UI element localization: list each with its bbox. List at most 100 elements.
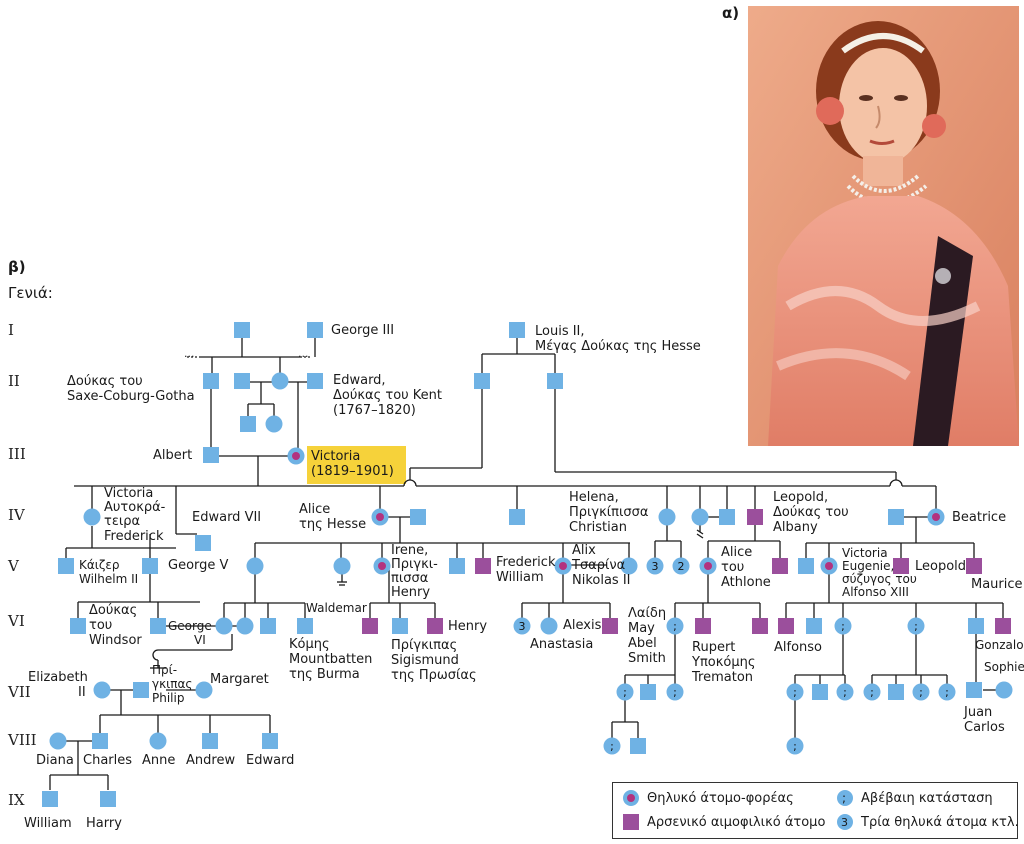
label-william: William — [24, 816, 72, 831]
symbol-gen5-hemophilic — [772, 558, 788, 574]
legend-carrier-female: Θηλυκό άτομο-φορέας — [647, 791, 794, 806]
label-irene-l2: Πριγκι- — [391, 557, 438, 572]
symbol-beatrice-husband — [888, 509, 904, 525]
label-albert: Albert — [153, 448, 193, 463]
label-windsor-l3: Windsor — [89, 633, 142, 648]
symbol-albert — [203, 447, 219, 463]
symbol-margaret — [195, 681, 213, 699]
symbol-gen6-hemophilic — [752, 618, 768, 634]
symbol-victoria-empress — [83, 508, 101, 526]
symbol-gen6-male-2 — [806, 618, 822, 634]
generation-ii: II — [8, 372, 20, 390]
label-henry: Henry — [448, 619, 488, 634]
label-may-l2: May — [628, 621, 655, 636]
symbol-gen3-female — [265, 415, 283, 433]
label-edward-l1: Edward, — [333, 373, 386, 388]
label-elizabeth-l2: II — [78, 685, 86, 700]
symbol-text-gen6-uncertain-2: ; — [914, 620, 918, 633]
symbol-gen8-uncertain-2: ; — [786, 737, 804, 755]
label-irene-l1: Irene, — [391, 543, 429, 558]
symbol-louis2 — [509, 322, 525, 338]
symbol-mountbatten — [297, 618, 313, 634]
symbol-gen7-male — [640, 684, 656, 700]
ellipsis-right: ... — [298, 347, 309, 360]
label-mountbatten-l1: Κόμης — [289, 637, 330, 652]
label-aliceath-l3: Athlone — [721, 575, 771, 590]
label-mountbatten-l3: της Burma — [289, 667, 360, 682]
label-frederick: Frederick — [104, 529, 164, 544]
label-sigismund-l3: της Πρωσίας — [391, 668, 477, 683]
symbol-gen8-male — [630, 738, 646, 754]
label-george6-l1: George — [168, 619, 212, 633]
symbol-helena-daughters-2: 2 — [672, 557, 690, 575]
ellipsis-left: ... — [184, 347, 195, 360]
label-windsor-l1: Δούκας — [89, 603, 138, 618]
symbol-elizabeth-ii — [93, 681, 111, 699]
symbol-gen5-male-2 — [798, 558, 814, 574]
label-alix-l3: Nikolas II — [572, 573, 631, 588]
symbol-prince-philip — [133, 682, 149, 698]
panel-label-a: α) — [722, 4, 740, 22]
label-philip-l1: Πρί- — [152, 663, 178, 677]
symbol-text-gen7-uncertain-5: ; — [870, 686, 874, 699]
label-edward: Edward — [246, 753, 295, 768]
symbol-edward — [262, 733, 278, 749]
label-louis2-l1: Louis II, — [535, 324, 585, 339]
symbol-gen7-male-3 — [888, 684, 904, 700]
symbol-andrew — [202, 733, 218, 749]
panel-label-b: β) — [8, 258, 26, 276]
label-viceug-l3: σύζυγος του — [842, 572, 917, 586]
label-fwilliam-l2: William — [496, 570, 544, 585]
symbol-victoria — [287, 447, 305, 465]
symbol-leopold-albany — [747, 509, 763, 525]
symbol-irene — [373, 557, 391, 575]
symbol-frederick-william — [475, 558, 491, 574]
label-saxe-l2: Saxe-Coburg-Gotha — [67, 389, 195, 404]
symbol-anastasia-sisters: 3 — [513, 617, 531, 635]
symbol-gen5-female-3 — [620, 557, 638, 575]
label-windsor-l2: του — [89, 618, 113, 633]
symbol-sigismund — [392, 618, 408, 634]
label-kaiser-l1: Κάιζερ — [79, 558, 120, 572]
symbol-alix — [554, 557, 572, 575]
symbol-edward-vii — [195, 535, 211, 551]
symbol-george-vi — [150, 618, 166, 634]
label-mountbatten-l2: Mountbatten — [289, 652, 373, 667]
label-alfonso: Alfonso — [774, 640, 823, 655]
label-charles: Charles — [83, 753, 133, 768]
label-kaiser-l2: Wilhelm II — [79, 572, 139, 586]
symbol-henry — [427, 618, 443, 634]
legend-three-females: Τρία θηλυκά άτομα κτλ. — [861, 815, 1019, 830]
symbol-gen7-uncertain-5: ; — [863, 683, 881, 701]
label-diana: Diana — [36, 753, 74, 768]
generation-ix: IX — [8, 791, 25, 809]
label-andrew: Andrew — [186, 753, 236, 768]
label-gonzalo: Gonzalo — [975, 638, 1024, 652]
label-juan-l2: Carlos — [964, 720, 1005, 735]
symbol-gen7-uncertain: ; — [616, 683, 634, 701]
symbol-alice-hesse — [371, 508, 389, 526]
symbol-duke-windsor — [70, 618, 86, 634]
label-alice-l1: Alice — [299, 502, 331, 517]
legend-three-symbol: 3 — [841, 816, 848, 829]
label-sigismund-l2: Sigismund — [391, 653, 459, 668]
label-maurice: Maurice — [971, 577, 1023, 592]
symbol-gen5-female — [246, 557, 264, 575]
label-leopold-l3: Albany — [773, 520, 818, 535]
symbol-william — [42, 791, 58, 807]
symbol-anne — [149, 732, 167, 750]
label-edward-l3: (1767–1820) — [333, 403, 416, 418]
generation-iv: IV — [8, 506, 25, 524]
symbol-text-gen8-uncertain-2: ; — [793, 740, 797, 753]
label-victoria-l1: Victoria — [311, 449, 361, 464]
symbol-text-helena-daughters-3: 3 — [652, 560, 659, 573]
label-harry: Harry — [86, 816, 122, 831]
label-may-l4: Smith — [628, 651, 666, 666]
label-fwilliam-l1: Frederick — [496, 555, 556, 570]
symbol-gen5-male — [449, 558, 465, 574]
label-anastasia: Anastasia — [530, 637, 594, 652]
symbol-gonzalo — [995, 618, 1011, 634]
label-irene-l4: Henry — [391, 585, 431, 600]
label-sophie: Sophie — [984, 660, 1024, 674]
label-sigismund-l1: Πρίγκιπας — [391, 638, 458, 653]
